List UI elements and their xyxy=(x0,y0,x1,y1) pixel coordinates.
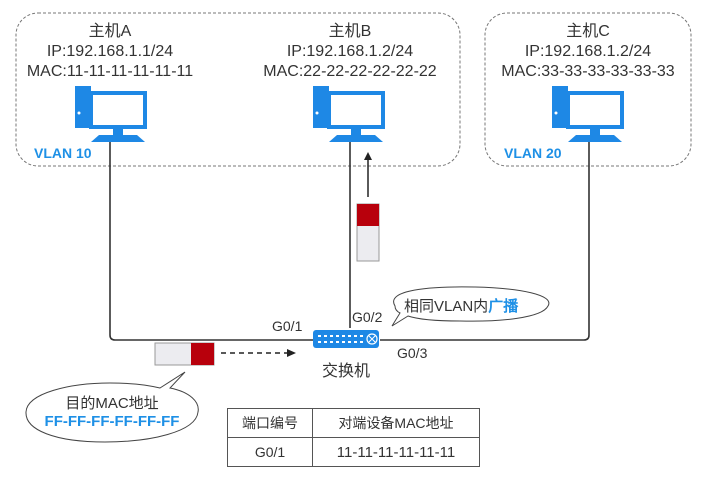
port-g01-label: G0/1 xyxy=(272,318,303,334)
dest-mac-label: 目的MAC地址 xyxy=(65,395,159,412)
switch-icon xyxy=(313,330,379,348)
link-host-a-switch xyxy=(109,138,320,341)
host-b-name: 主机B xyxy=(328,23,372,40)
broadcast-callout xyxy=(391,286,550,327)
host-b-mac: MAC:22-22-22-22-22-22 xyxy=(263,63,437,80)
switch-label: 交换机 xyxy=(322,363,371,380)
mac-table-header-mac: 对端设备MAC地址 xyxy=(312,408,480,438)
host-a-info: 主机A IP:192.168.1.1/24 MAC:11-11-11-11-11… xyxy=(10,22,210,82)
mac-table-cell-port: G0/1 xyxy=(227,437,313,467)
host-b-info: 主机B IP:192.168.1.2/24 MAC:22-22-22-22-22… xyxy=(250,22,450,82)
arrow-up-icon xyxy=(364,152,372,197)
vlan10-label: VLAN 10 xyxy=(34,145,92,161)
computer-icon-host-c xyxy=(552,86,624,142)
dest-mac-callout xyxy=(25,371,199,443)
port-g03-label: G0/3 xyxy=(397,345,428,361)
host-a-name: 主机A xyxy=(88,23,132,40)
link-host-c-switch xyxy=(380,138,590,341)
port-g02-label: G0/2 xyxy=(352,309,383,325)
vlan20-label: VLAN 20 xyxy=(504,145,562,161)
computer-icon-host-b xyxy=(313,86,385,142)
host-c-mac: MAC:33-33-33-33-33-33 xyxy=(501,63,675,80)
table-row: G0/1 11-11-11-11-11-11 xyxy=(227,437,480,467)
computer-icon-host-a xyxy=(75,86,147,142)
mac-table-header-row: 端口编号 对端设备MAC地址 xyxy=(227,408,480,438)
host-a-mac: MAC:11-11-11-11-11-11 xyxy=(26,63,194,80)
host-c-name: 主机C xyxy=(566,23,610,40)
host-a-ip: IP:192.168.1.1/24 xyxy=(46,43,174,60)
vlan10-group-border xyxy=(15,12,461,167)
frame-from-host-a xyxy=(154,342,215,366)
host-c-info: 主机C IP:192.168.1.2/24 MAC:33-33-33-33-33… xyxy=(488,22,688,82)
frame-to-host-b xyxy=(356,203,380,262)
host-c-ip: IP:192.168.1.2/24 xyxy=(524,43,652,60)
mac-table-header-port: 端口编号 xyxy=(227,408,313,438)
vlan20-group-border xyxy=(484,12,692,167)
dest-mac-value: FF-FF-FF-FF-FF-FF xyxy=(44,413,180,430)
mac-table-cell-mac: 11-11-11-11-11-11 xyxy=(312,437,480,467)
broadcast-highlight: 广播 xyxy=(488,298,519,315)
host-b-ip: IP:192.168.1.2/24 xyxy=(286,43,414,60)
mac-address-table: 端口编号 对端设备MAC地址 G0/1 11-11-11-11-11-11 xyxy=(227,408,480,467)
broadcast-prefix: 相同VLAN内 xyxy=(404,298,489,315)
dashed-arrow-right-icon xyxy=(221,349,296,357)
dest-mac-callout-text: 目的MAC地址 FF-FF-FF-FF-FF-FF xyxy=(26,392,198,430)
broadcast-callout-text: 相同VLAN内广播 xyxy=(404,295,518,316)
